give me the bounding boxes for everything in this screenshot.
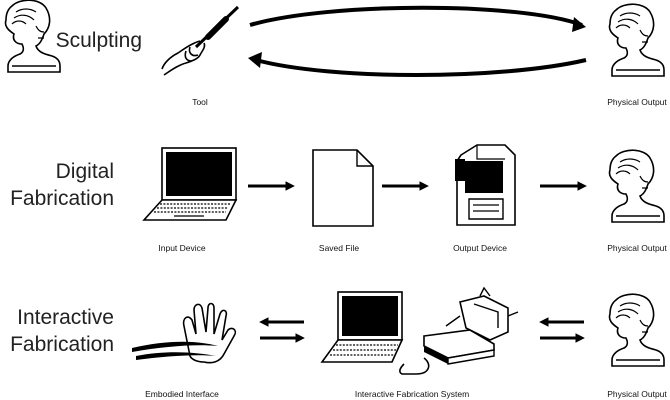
laptop-icon bbox=[142, 147, 238, 221]
caption-embodied-interface: Embodied Interface bbox=[145, 389, 219, 399]
bust-icon bbox=[608, 149, 665, 223]
laptop-icon bbox=[320, 291, 404, 363]
row-title-line: Interactive bbox=[17, 306, 114, 329]
fabrication-machine-icon bbox=[399, 286, 519, 375]
row-title-interactive-fabrication: Interactive Fabrication bbox=[10, 304, 114, 358]
caption-physical-output: Physical Output bbox=[607, 389, 667, 399]
row-title-line: Digital bbox=[55, 160, 114, 183]
caption-physical-output: Physical Output bbox=[607, 243, 667, 253]
row-title-line: Fabrication bbox=[10, 187, 114, 210]
caption-interactive-fabrication-system: Interactive Fabrication System bbox=[354, 389, 470, 399]
caption-input-device: Input Device bbox=[158, 243, 206, 253]
document-icon bbox=[312, 149, 374, 227]
row-title-line: Sculpting bbox=[55, 29, 142, 52]
row-title-line: Fabrication bbox=[10, 333, 114, 356]
caption-physical-output: Physical Output bbox=[607, 97, 667, 107]
cycle-arrows-icon bbox=[248, 5, 587, 77]
caption-output-device: Output Device bbox=[453, 243, 507, 253]
gesturing-hand-icon bbox=[132, 302, 237, 364]
bust-icon bbox=[608, 293, 665, 367]
bust-icon bbox=[608, 3, 665, 77]
row-title-sculpting: Sculpting bbox=[56, 27, 142, 54]
3d-printer-icon bbox=[455, 144, 516, 226]
row-title-digital-fabrication: Digital Fabrication bbox=[10, 158, 114, 212]
hand-with-chisel-icon bbox=[161, 5, 240, 76]
caption-saved-file: Saved File bbox=[318, 243, 360, 253]
caption-tool: Tool bbox=[192, 97, 208, 107]
